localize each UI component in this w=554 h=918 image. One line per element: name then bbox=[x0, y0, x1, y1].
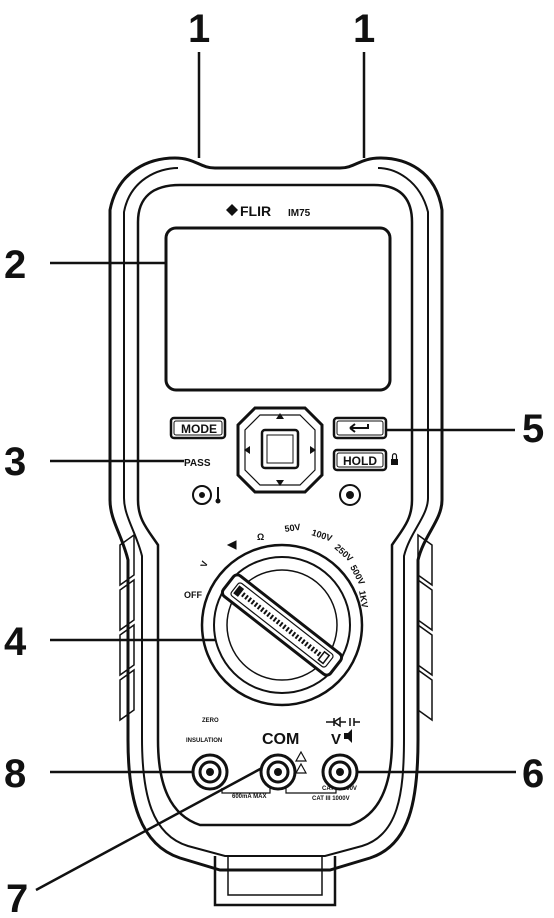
navigation-pad[interactable] bbox=[238, 408, 322, 492]
com-jack[interactable] bbox=[261, 755, 295, 789]
com-label: COM bbox=[262, 731, 299, 748]
dial-off-label: OFF bbox=[184, 590, 202, 600]
flashlight-button[interactable] bbox=[193, 486, 211, 504]
dial-pos-250v: 250V bbox=[333, 542, 355, 564]
dial-pos-ohms: Ω bbox=[257, 532, 264, 542]
pass-label: PASS bbox=[184, 458, 211, 469]
thermal-camera-button[interactable] bbox=[340, 485, 360, 505]
brand-logo: FLIR IM75 bbox=[226, 203, 311, 219]
warning-icon bbox=[296, 752, 306, 773]
sound-icon bbox=[344, 729, 352, 743]
dial-pos-50v: 50V bbox=[284, 522, 301, 534]
rating-right-2: CAT III 1000V bbox=[312, 796, 350, 802]
mode-button[interactable]: MODE bbox=[171, 418, 225, 438]
hold-button-label: HOLD bbox=[343, 454, 377, 468]
callout-4: 4 bbox=[4, 620, 27, 664]
diode-icon bbox=[228, 541, 236, 549]
callout-6: 6 bbox=[522, 752, 544, 796]
bottom-tab bbox=[215, 856, 335, 905]
dial-pos-100v: 100V bbox=[310, 527, 333, 543]
bottom-tab-inner bbox=[228, 856, 322, 895]
diode-capacitor-icon bbox=[326, 718, 360, 726]
lock-icon bbox=[391, 454, 398, 465]
dial-pos-volts: V bbox=[198, 560, 209, 569]
camera-icon bbox=[346, 491, 354, 499]
callout-5: 5 bbox=[522, 407, 544, 451]
back-button[interactable] bbox=[334, 418, 386, 438]
insulation-jack[interactable] bbox=[193, 755, 227, 789]
mode-button-label: MODE bbox=[181, 422, 217, 436]
callout-8: 8 bbox=[4, 752, 26, 796]
rating-left: 600mA MAX bbox=[232, 794, 266, 800]
flashlight-icon bbox=[199, 492, 205, 498]
volts-label: V bbox=[331, 731, 341, 748]
callout-2: 2 bbox=[4, 243, 26, 287]
insulation-label: INSULATION bbox=[186, 738, 222, 744]
zero-label: ZERO bbox=[202, 718, 219, 724]
hold-button[interactable]: HOLD bbox=[334, 450, 386, 470]
callout-1-right: 1 bbox=[353, 7, 375, 51]
voltage-jack[interactable] bbox=[323, 755, 357, 789]
callout-7: 7 bbox=[6, 877, 28, 918]
callout-3: 3 bbox=[4, 440, 26, 484]
flir-logo-icon bbox=[226, 204, 238, 216]
rotary-dial[interactable] bbox=[202, 545, 362, 705]
thermometer-icon bbox=[216, 487, 221, 504]
side-grip-right bbox=[418, 535, 432, 720]
lcd-display bbox=[166, 228, 390, 390]
model-name: IM75 bbox=[288, 208, 311, 219]
callout-1-left: 1 bbox=[188, 7, 210, 51]
brand-name: FLIR bbox=[240, 203, 271, 219]
